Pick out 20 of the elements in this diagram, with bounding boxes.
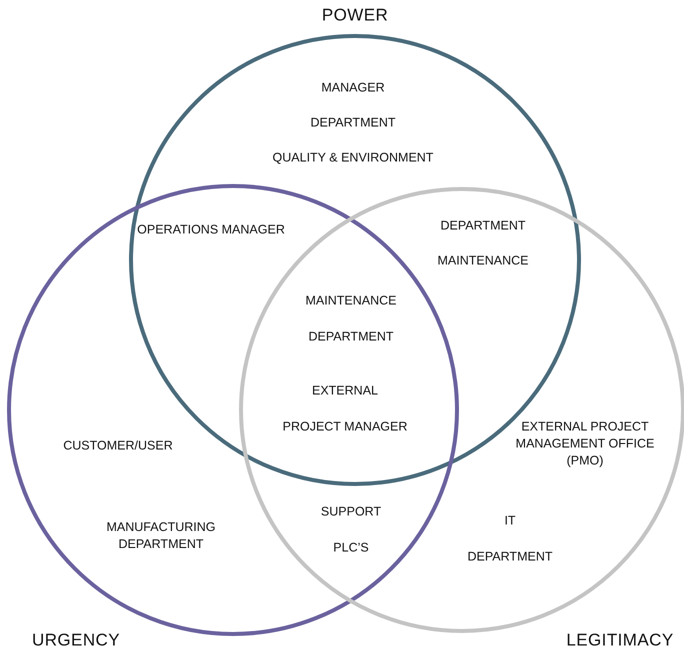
stakeholder-label: DEPARTMENT <box>440 218 526 234</box>
stakeholder-label: SUPPORT <box>320 504 382 520</box>
stakeholder-label: MANUFACTURING DEPARTMENT <box>105 519 217 553</box>
stakeholder-label: DEPARTMENT <box>310 114 396 132</box>
stakeholder-label: CUSTOMER/USER <box>63 438 173 454</box>
stakeholder-label: PLC’S <box>333 540 369 556</box>
stakeholder-label: IT <box>504 512 516 530</box>
stakeholder-label: DEPARTMENT <box>308 328 394 346</box>
stakeholder-label: EXTERNAL PROJECT MANAGEMENT OFFICE (PMO) <box>514 418 656 470</box>
stakeholder-label: MAINTENANCE <box>306 292 396 310</box>
circle-title: LEGITIMACY <box>566 629 674 652</box>
stakeholder-label: DEPARTMENT <box>468 548 552 566</box>
circle-title: POWER <box>322 4 388 26</box>
stakeholder-label: QUALITY & ENVIRONMENT <box>272 150 434 166</box>
stakeholder-label: MANAGER <box>321 80 385 96</box>
stakeholder-label: PROJECT MANAGER <box>282 418 408 436</box>
stakeholder-label: EXTERNAL <box>312 382 378 400</box>
circle-title: URGENCY <box>32 629 120 652</box>
stakeholder-label: OPERATIONS MANAGER <box>137 222 285 238</box>
stakeholder-label: MAINTENANCE <box>438 252 528 270</box>
